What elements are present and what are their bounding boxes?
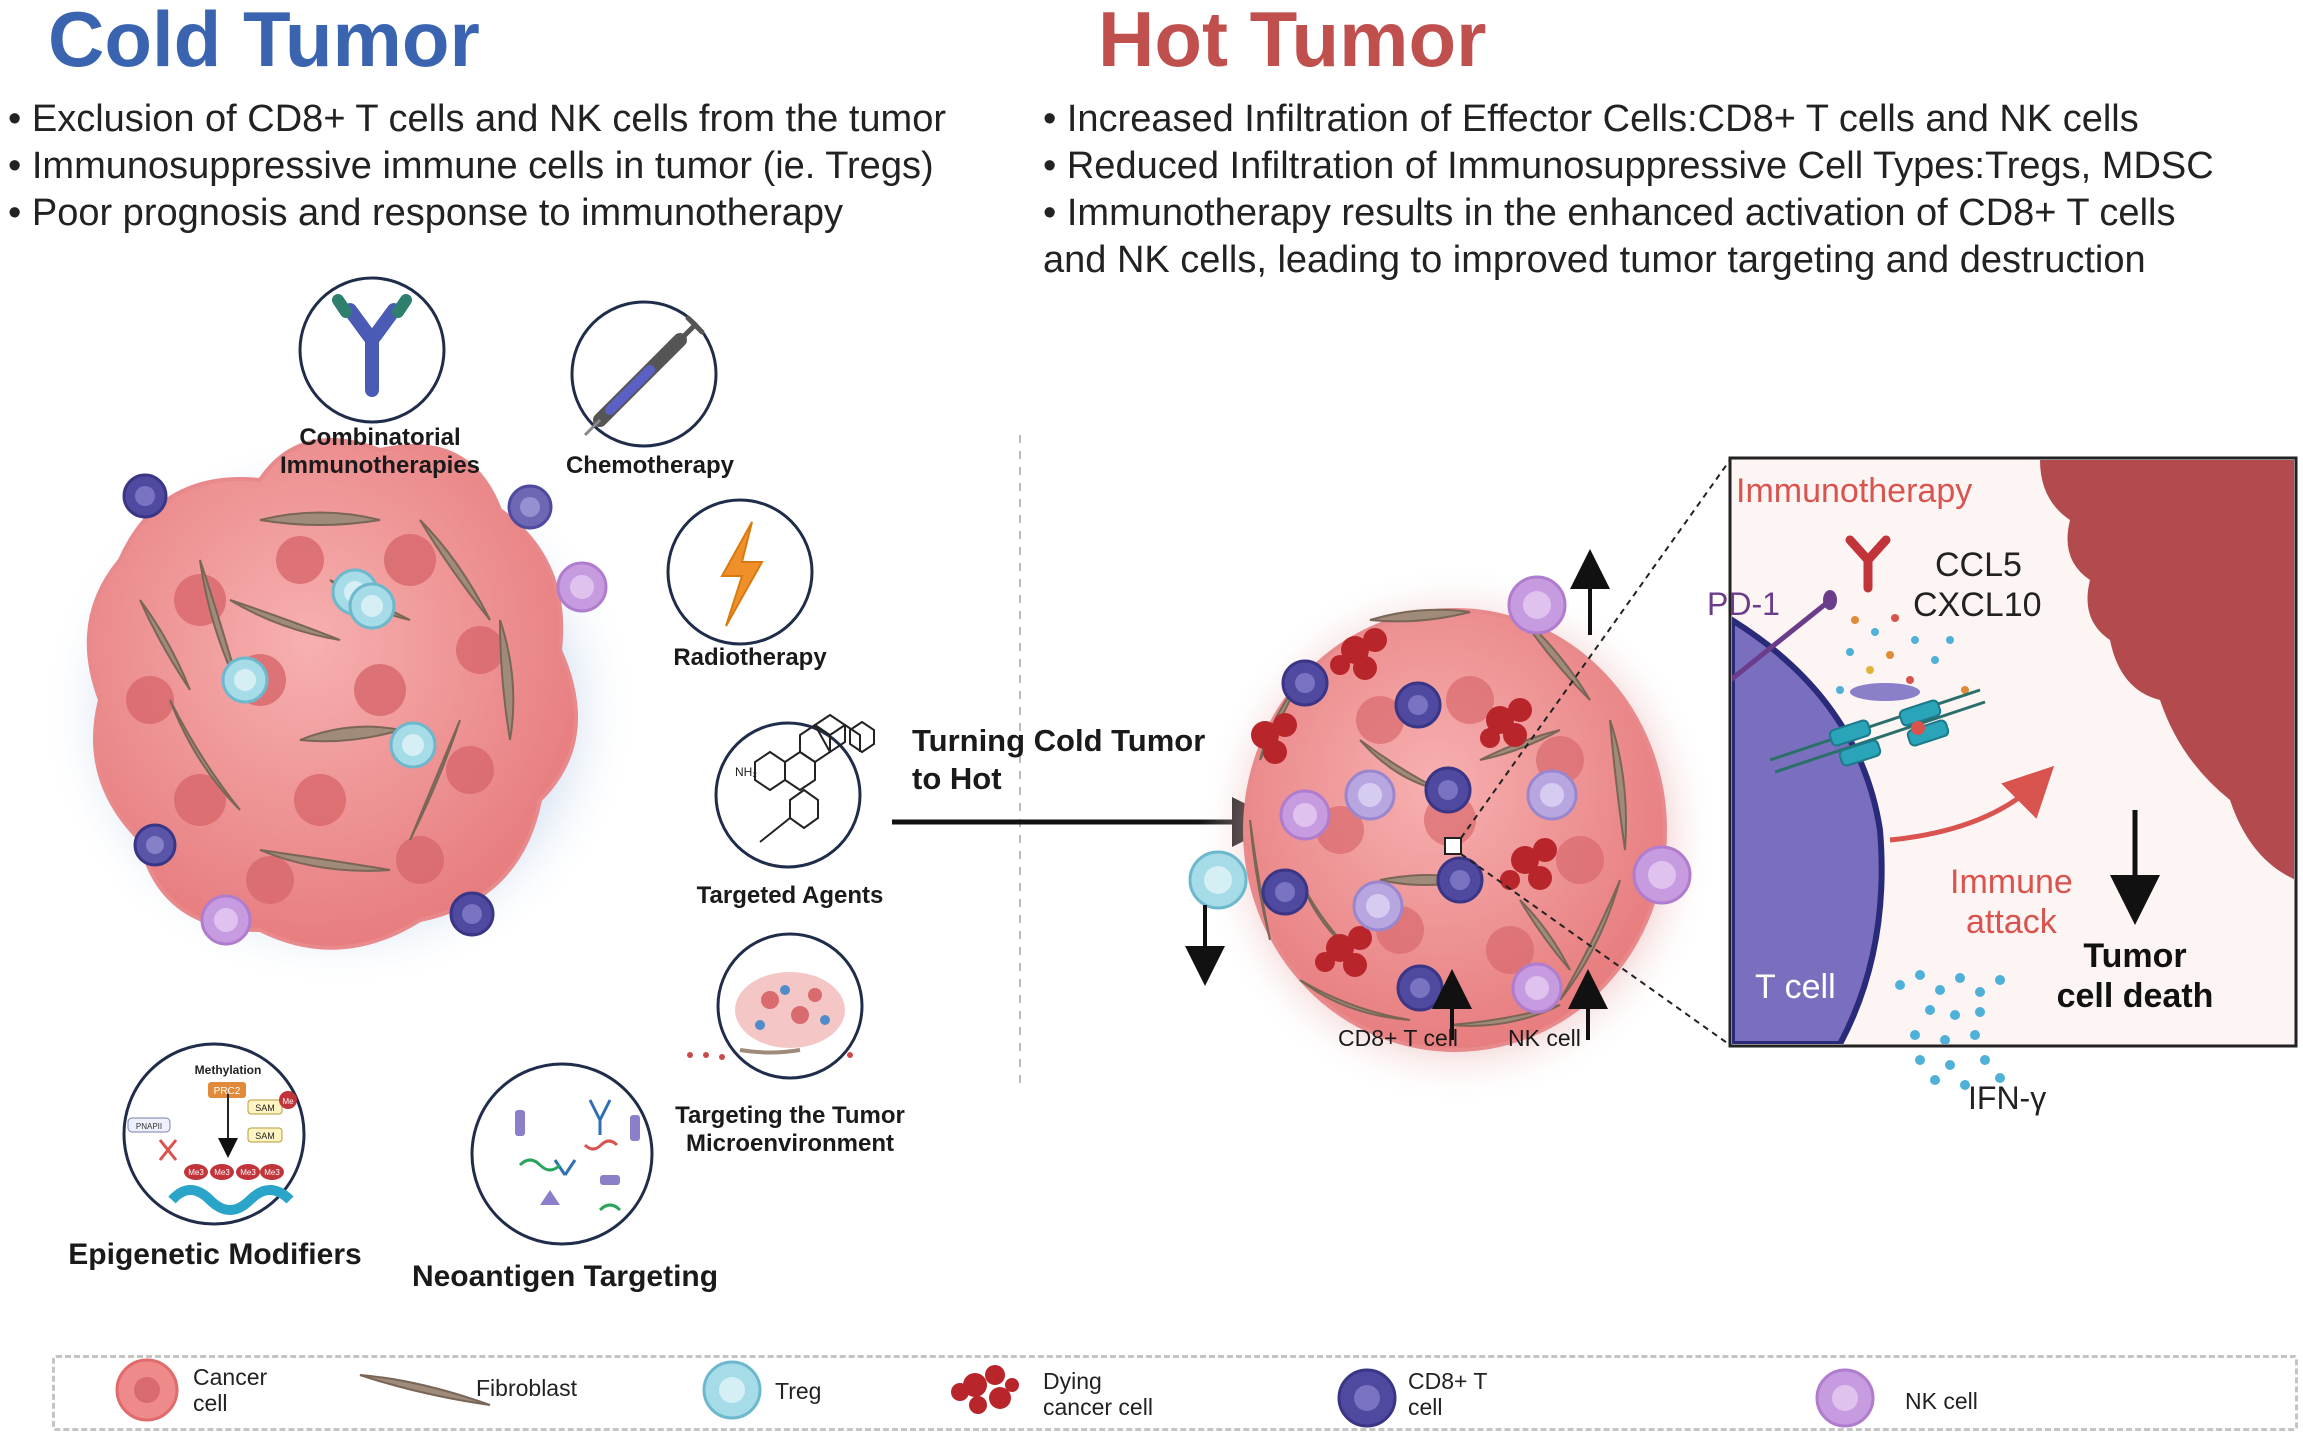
pnapii-label: PNAPII xyxy=(136,1122,162,1131)
radiotherapy-icon xyxy=(666,498,814,646)
sam-label: SAM xyxy=(255,1103,275,1113)
epigenetic-label: Epigenetic Modifiers xyxy=(68,1238,362,1271)
turning-label: Turning Cold Tumor to Hot xyxy=(912,723,1206,796)
hot-tumor-illustration xyxy=(1185,459,1731,1105)
cold-tumor-illustration xyxy=(40,430,640,990)
cold-tumor-title: Cold Tumor xyxy=(48,0,480,83)
prc2-label: PRC2 xyxy=(214,1086,241,1097)
hot-bullet: • Reduced Infiltration of Immunosuppress… xyxy=(1043,145,2214,187)
nk-cell-icon xyxy=(1279,575,1692,1014)
molecule-amine-label: NH₂ xyxy=(735,765,757,779)
fibroblast-icon xyxy=(359,1374,491,1406)
chemotherapy-icon xyxy=(570,300,718,448)
legend-treg: Treg xyxy=(775,1378,822,1404)
me3-label: Me3 xyxy=(264,1168,280,1177)
targeted-agents-label: Targeted Agents xyxy=(696,882,884,909)
ifn-label: IFN-γ xyxy=(1968,1080,2047,1116)
legend-nk: NK cell xyxy=(1905,1388,1978,1414)
me-label: Me xyxy=(282,1097,294,1106)
immunotherapy-label: Immunotherapy xyxy=(1736,472,1973,510)
microenvironment-icon xyxy=(687,932,864,1080)
hot-bullet: and NK cells, leading to improved tumor … xyxy=(1043,239,2146,281)
cxcl10-label: CXCL10 xyxy=(1913,586,2042,624)
dying-cancer-cell-icon xyxy=(951,1365,1019,1414)
hot-bullet: • Immunotherapy results in the enhanced … xyxy=(1043,192,2176,234)
treg-icon xyxy=(221,568,437,769)
radiotherapy-label: Radiotherapy xyxy=(673,644,827,671)
microenvironment-label: Targeting the Tumor Microenvironment xyxy=(675,1102,905,1157)
methylation-label: Methylation xyxy=(195,1063,262,1077)
me3-label: Me3 xyxy=(188,1168,204,1177)
cold-bullet-list: • Exclusion of CD8+ T cells and NK cells… xyxy=(8,96,946,237)
tumor-death-label: Tumor cell death xyxy=(2056,937,2214,1015)
zoom-panel xyxy=(1728,456,2298,1048)
ifn-gamma-dots xyxy=(1915,1055,2005,1090)
me3-label: Me3 xyxy=(214,1168,230,1177)
neoantigen-targeting-icon xyxy=(470,1062,654,1246)
cd8-label: CD8+ T cell xyxy=(1338,1025,1458,1051)
hot-bullet-list: • Increased Infiltration of Effector Cel… xyxy=(1043,96,2214,284)
cd8-t-cell-icon xyxy=(122,473,553,937)
cold-bullet: • Poor prognosis and response to immunot… xyxy=(8,192,843,234)
me3-label: Me3 xyxy=(240,1168,256,1177)
neoantigen-label: Neoantigen Targeting xyxy=(411,1260,719,1293)
cd8-t-cell-icon xyxy=(1261,659,1484,1012)
immune-attack-label: Immune attack xyxy=(1950,863,2073,941)
combinatorial-immunotherapy-icon xyxy=(298,276,446,424)
t-cell-label: T cell xyxy=(1755,968,1836,1006)
legend-icons xyxy=(115,1358,1875,1428)
dying-cancer-cell-icon xyxy=(1251,628,1557,977)
pd1-label: PD-1 xyxy=(1707,586,1780,622)
nk-label: NK cell xyxy=(1508,1025,1581,1051)
legend-fibroblast: Fibroblast xyxy=(476,1375,577,1401)
chemotherapy-label: Chemotherapy xyxy=(565,452,735,479)
sam-label: SAM xyxy=(255,1131,275,1141)
targeted-agents-icon: NH₂ xyxy=(714,713,875,869)
treg-icon xyxy=(1188,850,1248,910)
nk-cell-icon xyxy=(200,561,608,946)
hot-tumor-title: Hot Tumor xyxy=(1098,0,1487,83)
epigenetic-modifiers-icon: Methylation PRC2 SAM SAM Me PNAPII Me3 M… xyxy=(122,1042,306,1226)
legend xyxy=(52,1355,2298,1431)
cold-bullet: • Exclusion of CD8+ T cells and NK cells… xyxy=(8,98,946,140)
cold-bullet: • Immunosuppressive immune cells in tumo… xyxy=(8,145,934,187)
combinatorial-label: Combinatorial Immunotherapies xyxy=(279,424,481,479)
ccl5-label: CCL5 xyxy=(1935,546,2022,584)
hot-bullet: • Increased Infiltration of Effector Cel… xyxy=(1043,98,2139,140)
